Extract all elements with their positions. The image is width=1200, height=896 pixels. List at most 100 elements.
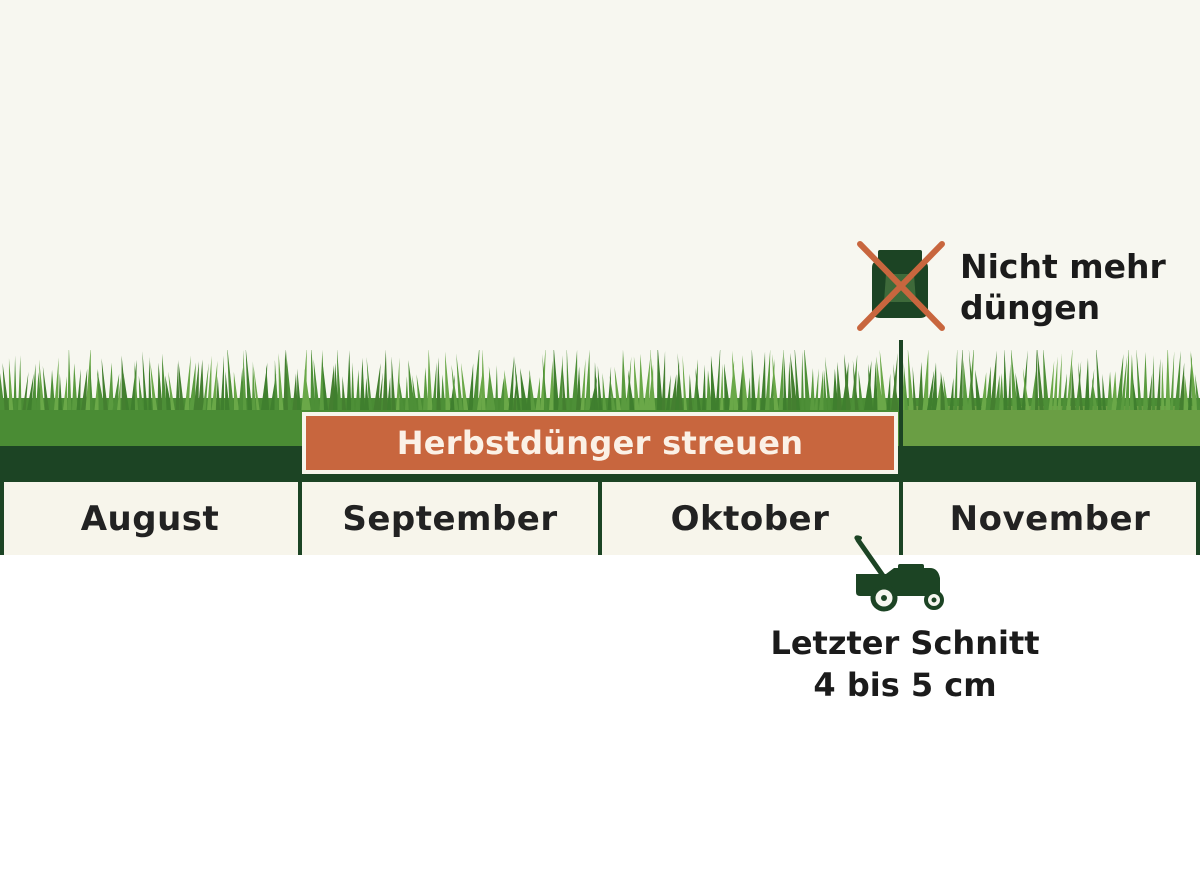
grass-blade xyxy=(747,377,752,410)
month-divider xyxy=(598,482,602,555)
grass-blade xyxy=(168,371,175,410)
grass-blade xyxy=(778,350,784,410)
grass-blade xyxy=(756,373,760,410)
grass-blade xyxy=(342,376,347,410)
grass-blade xyxy=(876,356,884,410)
grass-blade xyxy=(346,350,352,410)
grass-blade xyxy=(297,368,302,410)
month-divider xyxy=(0,482,4,555)
grass-blade xyxy=(508,356,515,410)
grass-blade xyxy=(238,367,245,410)
grass-blade xyxy=(8,357,14,410)
grass-blade xyxy=(1084,357,1090,410)
grass-blade xyxy=(72,363,78,410)
grass-blade xyxy=(460,362,469,410)
lawn-mower-icon xyxy=(854,535,944,612)
grass-blade xyxy=(22,372,29,410)
grass-blade xyxy=(112,373,120,410)
grass-blade xyxy=(13,355,17,410)
grass-blade xyxy=(549,360,555,410)
grass-blade xyxy=(571,350,578,410)
grass-blade xyxy=(1071,364,1076,410)
grass-blade xyxy=(520,367,528,410)
grass-blade xyxy=(1066,350,1073,410)
grass-blade xyxy=(639,353,645,410)
grass-blade xyxy=(1188,352,1192,410)
grass-blade xyxy=(301,350,307,410)
grass-blade xyxy=(1075,360,1082,410)
grass-blade xyxy=(396,357,400,410)
grass-blade xyxy=(688,373,693,410)
grass-blade xyxy=(1010,350,1018,410)
grass-blade xyxy=(837,361,843,410)
grass-blade xyxy=(31,363,37,410)
grass-blade xyxy=(387,377,391,410)
grass-blade xyxy=(1015,372,1022,410)
grass-blade xyxy=(117,377,121,410)
grass-blade xyxy=(245,350,253,410)
grass-blade xyxy=(693,359,698,410)
grass-blade xyxy=(810,368,815,410)
month-oktober: Oktober xyxy=(670,498,830,539)
grass-blade xyxy=(832,368,839,410)
grass-blade xyxy=(943,375,949,410)
grass-blade xyxy=(157,362,163,410)
grass-blade xyxy=(858,370,864,410)
grass-blade xyxy=(1057,353,1062,410)
grass-blade xyxy=(852,360,859,410)
grass-blade xyxy=(445,351,451,410)
stop-fertilizing-note: Nicht mehr düngen xyxy=(960,246,1190,328)
grass-blade xyxy=(912,366,917,410)
grass-blade xyxy=(468,363,474,410)
grass-blade xyxy=(165,375,173,410)
grass-blade xyxy=(274,359,279,410)
grass-blade xyxy=(184,355,191,410)
grass-blade xyxy=(472,350,480,410)
grass-blade xyxy=(76,369,81,410)
grass-blade xyxy=(427,350,433,410)
grass-blade xyxy=(627,369,635,410)
grass-blade xyxy=(625,356,632,410)
grass-blade xyxy=(495,365,499,410)
grass-blade xyxy=(1183,375,1189,410)
grass-blade xyxy=(481,350,486,410)
grass-blade xyxy=(643,358,651,410)
grass-blade xyxy=(1062,373,1068,410)
grass-blade xyxy=(1120,355,1128,410)
grass-blade xyxy=(824,356,832,410)
grass-blade xyxy=(949,377,954,410)
last-cut-line-2: 4 bis 5 cm xyxy=(813,666,997,704)
grass-blade xyxy=(1053,356,1058,410)
grass-blade xyxy=(1195,374,1200,410)
grass-blade xyxy=(614,366,622,410)
grass-blade xyxy=(39,359,45,410)
grass-blade xyxy=(1161,361,1165,410)
grass-blade xyxy=(819,369,824,410)
stop-fertilizing-marker-line xyxy=(899,340,903,555)
crossed-fertilizer-bag-icon xyxy=(857,241,945,331)
grass-blade xyxy=(391,356,396,410)
grass-blade xyxy=(1170,351,1175,410)
grass-blade xyxy=(585,350,591,410)
grass-blade xyxy=(2,362,10,410)
grass-blade xyxy=(710,355,717,410)
grass-blade xyxy=(67,350,72,410)
grass-blade xyxy=(351,362,355,410)
grass-blade xyxy=(954,350,958,410)
grass-blade xyxy=(328,365,335,410)
grass-blade xyxy=(936,377,942,410)
grass-blade xyxy=(903,362,909,410)
grass-blade xyxy=(337,350,342,410)
grass-blade xyxy=(477,367,484,410)
grass-blade xyxy=(553,350,560,410)
grass-blade xyxy=(456,353,463,410)
grass-blade xyxy=(150,361,158,410)
month-september: September xyxy=(342,498,558,539)
grass-blade xyxy=(994,374,1000,410)
grass-blade xyxy=(1143,351,1148,410)
grass-blade xyxy=(1125,350,1129,410)
grass-blade xyxy=(794,350,801,410)
grass-blade xyxy=(580,358,586,410)
grass-blade xyxy=(285,350,293,410)
grass-blade xyxy=(252,361,256,410)
